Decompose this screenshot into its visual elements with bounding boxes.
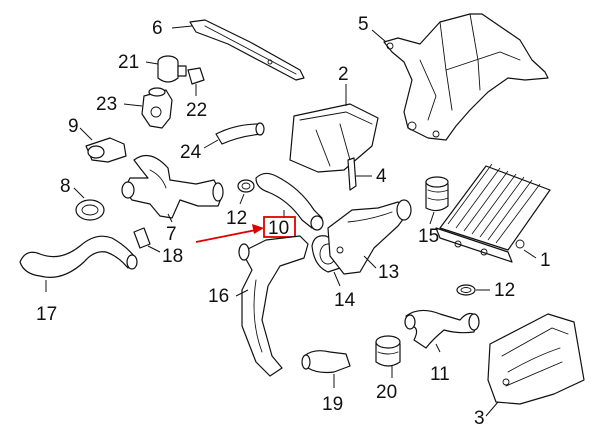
part-7-y-pipe	[121, 154, 224, 219]
leader-1	[523, 249, 537, 259]
part-19-hose	[301, 350, 351, 374]
leader-13	[363, 255, 377, 269]
callout-6: 6	[152, 18, 163, 39]
part-1-intercooler	[435, 163, 551, 263]
part-17-hose	[19, 235, 138, 278]
leader-21	[145, 61, 159, 65]
part-5-mount-bracket	[383, 13, 549, 141]
part-16-elbow-pipe	[238, 235, 309, 377]
callout-22: 22	[186, 100, 207, 121]
leader-6	[171, 25, 193, 29]
part-2-air-duct	[289, 103, 379, 173]
callout-7: 7	[166, 224, 177, 245]
part-21-valve	[157, 55, 187, 83]
callout-17: 17	[36, 304, 57, 325]
callout-12b: 12	[494, 280, 515, 301]
leader-24	[203, 139, 219, 149]
callout-23: 23	[96, 94, 117, 115]
part-22-clip	[187, 67, 205, 85]
leader-18	[147, 245, 161, 253]
leader-16	[235, 289, 249, 297]
leader-12a	[239, 193, 245, 205]
callout-11: 11	[430, 364, 450, 385]
callout-24: 24	[180, 142, 202, 163]
part-15-sleeve	[425, 176, 449, 212]
callout-14: 14	[334, 290, 356, 311]
part-12-o-ring-lower	[456, 284, 476, 296]
callout-2: 2	[338, 64, 349, 85]
callout-19: 19	[322, 394, 343, 415]
part-23-valve-body	[141, 87, 173, 129]
leader-15	[429, 211, 435, 225]
leader-5	[371, 29, 387, 43]
highlight-arrow	[195, 224, 264, 243]
callout-20: 20	[376, 382, 397, 403]
callout-9: 9	[68, 116, 79, 137]
callout-4: 4	[376, 166, 387, 187]
callout-1: 1	[540, 250, 551, 271]
callout-3: 3	[474, 408, 485, 429]
part-3-lower-duct	[487, 313, 585, 405]
callout-8: 8	[60, 176, 71, 197]
callout-15: 15	[418, 226, 439, 247]
part-24-hose	[215, 122, 265, 145]
callout-10: 10	[268, 218, 289, 239]
part-9-duct	[85, 137, 127, 163]
part-10-hose	[255, 172, 324, 231]
leader-8	[73, 187, 85, 199]
callout-13: 13	[378, 262, 399, 283]
part-12-o-ring-upper	[237, 179, 255, 193]
callout-16: 16	[208, 286, 229, 307]
leader-14	[333, 271, 341, 287]
leader-7	[167, 213, 173, 223]
part-13-outlet-duct	[327, 199, 412, 275]
part-18-clip	[133, 227, 151, 249]
part-8-ring	[75, 199, 105, 221]
part-11-pipe	[404, 309, 480, 349]
part-20-sleeve	[375, 335, 401, 367]
leader-3	[485, 401, 499, 417]
callout-18: 18	[162, 246, 183, 267]
highlight-box-10	[263, 216, 296, 238]
leader-11	[435, 343, 441, 353]
leader-23	[123, 103, 143, 107]
leader-9	[79, 127, 93, 141]
part-4-bracket	[347, 157, 357, 191]
callout-5: 5	[358, 14, 369, 35]
part-6-bracket	[189, 19, 305, 81]
callout-12a: 12	[226, 208, 247, 229]
callout-21: 21	[118, 52, 139, 73]
